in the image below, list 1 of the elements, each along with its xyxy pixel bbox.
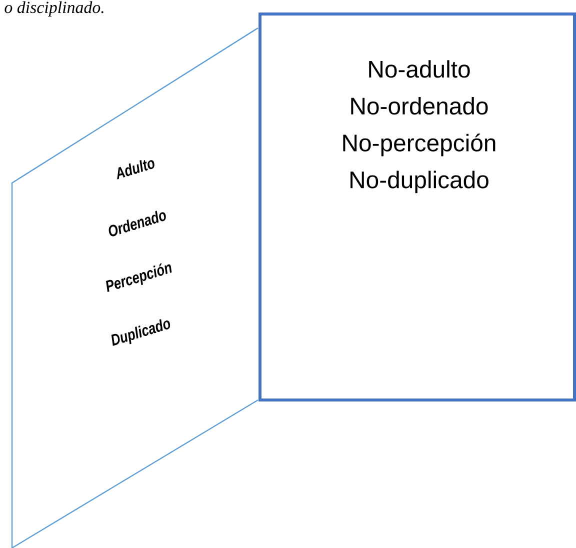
- text-box: No-adulto No-ordenado No-percepción No-duplicado: [258, 12, 576, 402]
